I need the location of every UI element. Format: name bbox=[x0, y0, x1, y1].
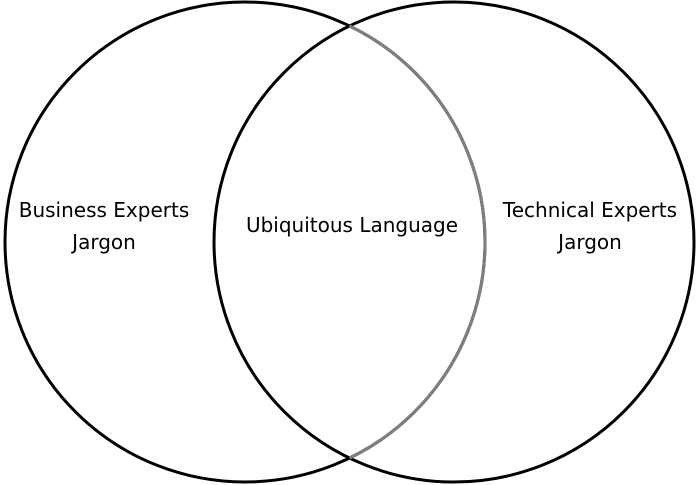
business-experts-text: Business Experts bbox=[18, 198, 190, 222]
ubiquitous-language-label: Ubiquitous Language bbox=[232, 209, 472, 241]
ubiquitous-language-text: Ubiquitous Language bbox=[245, 213, 459, 237]
technical-experts-jargon-label: Technical Experts Jargon bbox=[490, 194, 690, 258]
technical-jargon-text: Jargon bbox=[558, 230, 622, 254]
business-jargon-text: Jargon bbox=[72, 230, 136, 254]
right-circle bbox=[212, 0, 696, 484]
business-experts-jargon-label: Business Experts Jargon bbox=[4, 194, 204, 258]
left-circle-overlap-arc bbox=[348, 24, 487, 460]
technical-experts-text: Technical Experts bbox=[502, 198, 678, 222]
